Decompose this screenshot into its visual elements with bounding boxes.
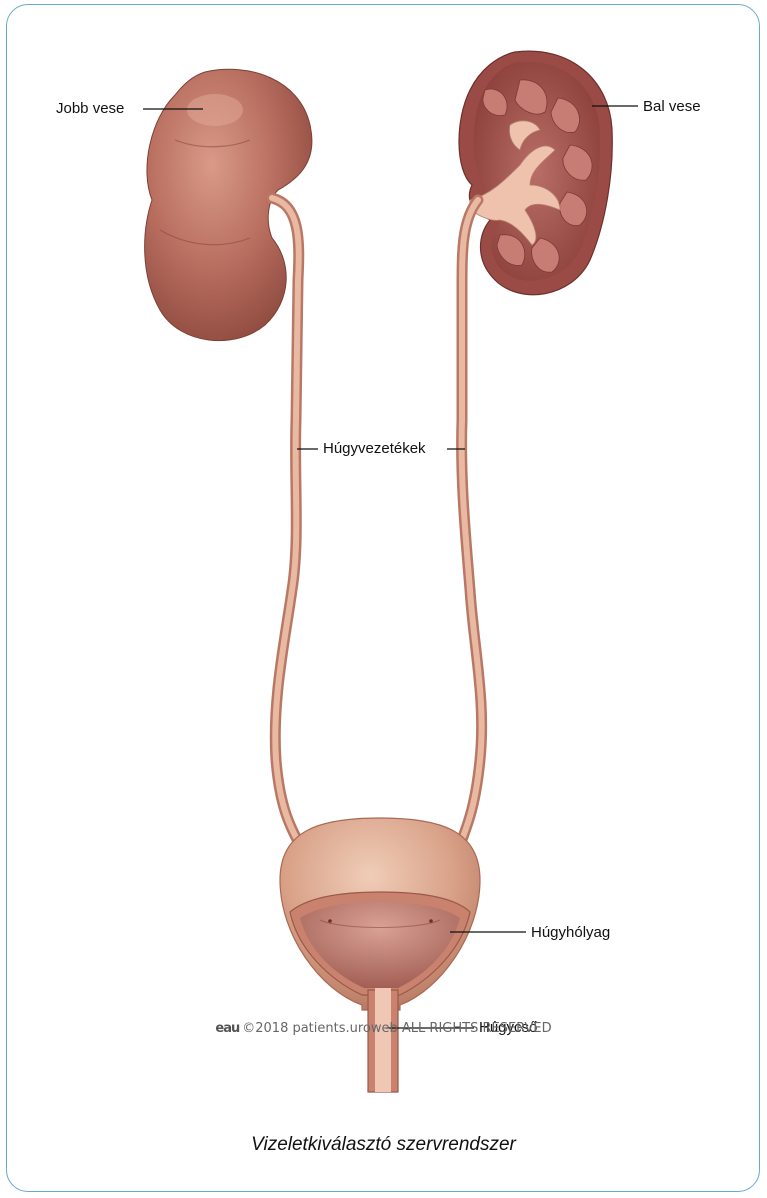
label-left-kidney: Bal vese — [643, 98, 701, 116]
ureters — [272, 198, 482, 845]
copyright-notice: eau©2018 patients.uroweb ALL RIGHTS RESE… — [0, 1021, 767, 1036]
left-kidney — [459, 51, 612, 295]
label-bladder: Húgyhólyag — [531, 924, 610, 942]
bladder — [280, 818, 480, 1010]
copyright-text: ©2018 patients.uroweb ALL RIGHTS RESERVE… — [242, 1021, 551, 1036]
urethra — [368, 988, 398, 1092]
eau-logo: eau — [215, 1021, 239, 1036]
figure-caption: Vizeletkiválasztó szervrendszer — [0, 1134, 767, 1156]
label-right-kidney: Jobb vese — [56, 100, 124, 118]
label-ureters: Húgyvezetékek — [323, 440, 426, 458]
